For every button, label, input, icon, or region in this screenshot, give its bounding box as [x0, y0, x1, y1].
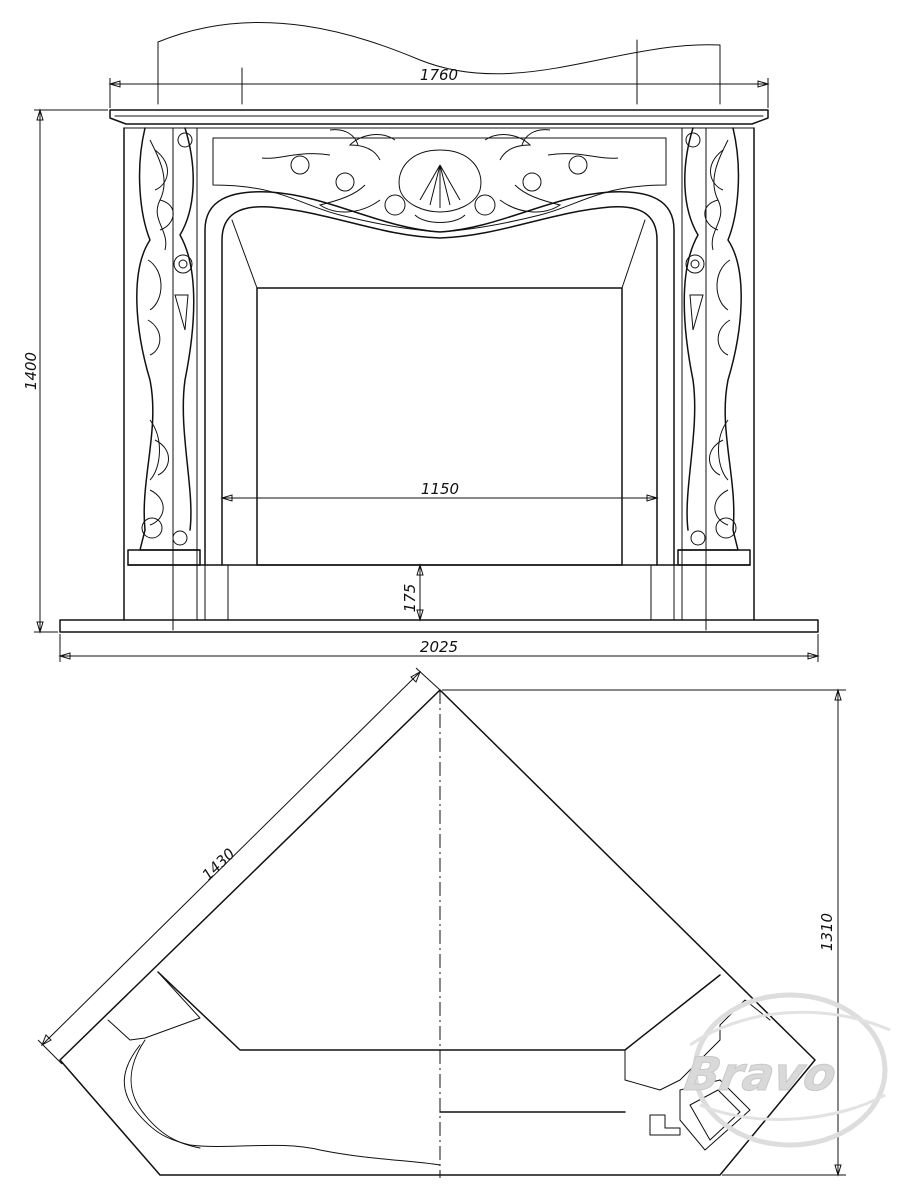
dim-hearth-height: 175 [401, 584, 419, 613]
firebox-edge-tr [621, 219, 646, 289]
wavy-top-panel [157, 21, 721, 105]
dim-height: 1400 [22, 352, 40, 390]
central-shell-ornament [261, 129, 619, 223]
left-carved-column [127, 127, 201, 631]
dim-plan-depth: 1310 [818, 913, 836, 951]
opening-arch-outer [204, 191, 675, 566]
right-carved-column [677, 127, 751, 631]
front-dimensions: 1760 1400 1150 175 2025 [22, 66, 820, 662]
dim-plan-side: 1430 [199, 845, 239, 884]
firebox-back [256, 287, 623, 566]
floor-slab [59, 619, 819, 633]
plan-inner-walls [157, 971, 721, 1051]
top-shelf [109, 109, 769, 125]
dim-opening-width: 1150 [421, 480, 459, 498]
plan-view [59, 689, 816, 1178]
plan-left-column [107, 971, 201, 1041]
watermark-brand: Bravo [681, 1047, 841, 1101]
bravo-watermark-logo: Bravo [680, 992, 891, 1148]
firebox-edge-tl [231, 219, 258, 289]
dim-base-width: 2025 [420, 638, 458, 656]
dim-top-width: 1760 [420, 66, 458, 84]
opening-arch-inner [221, 205, 658, 566]
front-view [59, 21, 819, 633]
